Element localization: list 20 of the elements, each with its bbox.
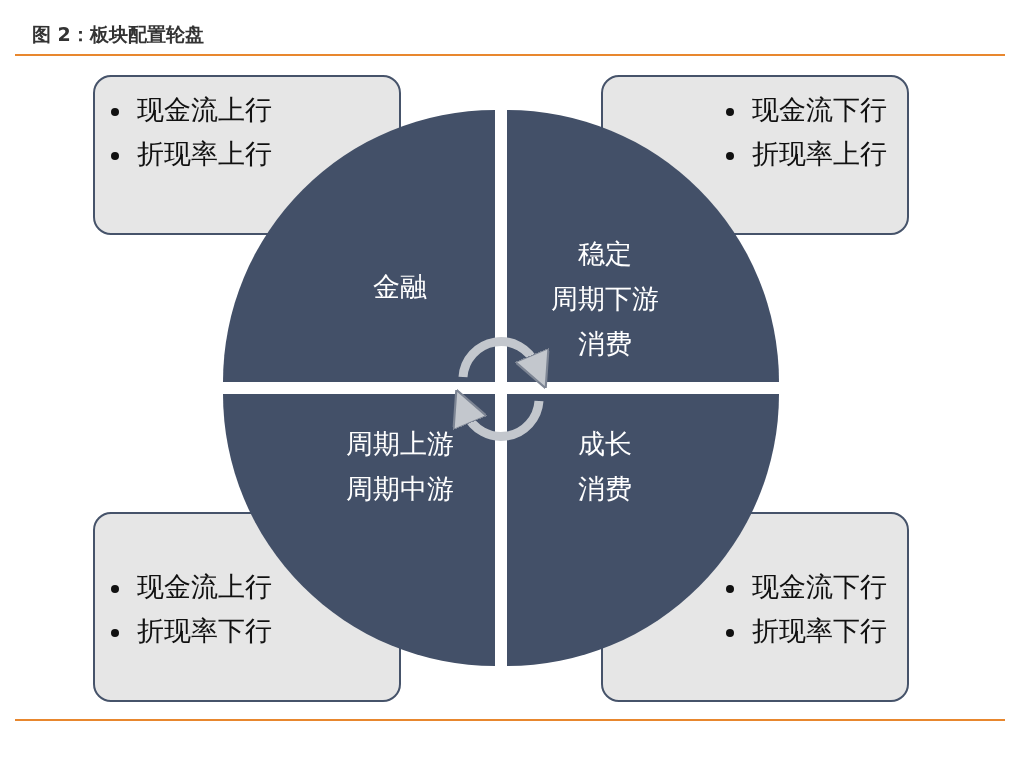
segment-label: 周期上游 xyxy=(346,427,454,461)
bullet-text: 现金流上行 xyxy=(137,94,272,125)
segment-label: 稳定 xyxy=(578,237,632,271)
segment-label: 周期中游 xyxy=(346,472,454,506)
quadrant-segment xyxy=(507,394,779,666)
bullet-text: 折现率上行 xyxy=(752,138,887,169)
segment-label: 金融 xyxy=(373,270,427,304)
bullet-text: 现金流下行 xyxy=(752,94,887,125)
bullet-text: 现金流上行 xyxy=(137,571,272,602)
curved-arrow xyxy=(453,389,544,441)
segment-label: 周期下游 xyxy=(551,282,659,316)
bullet-text: 折现率下行 xyxy=(137,615,272,646)
segment-label: 成长 xyxy=(578,427,632,461)
figure-title: 图 2：板块配置轮盘 xyxy=(32,22,204,47)
segment-label: 消费 xyxy=(578,472,632,506)
curved-arrow xyxy=(458,337,549,389)
segment-label: 消费 xyxy=(578,327,632,361)
bullet-text: 折现率上行 xyxy=(137,138,272,169)
bullet-text: 现金流下行 xyxy=(752,571,887,602)
bullet-text: 折现率下行 xyxy=(752,615,887,646)
